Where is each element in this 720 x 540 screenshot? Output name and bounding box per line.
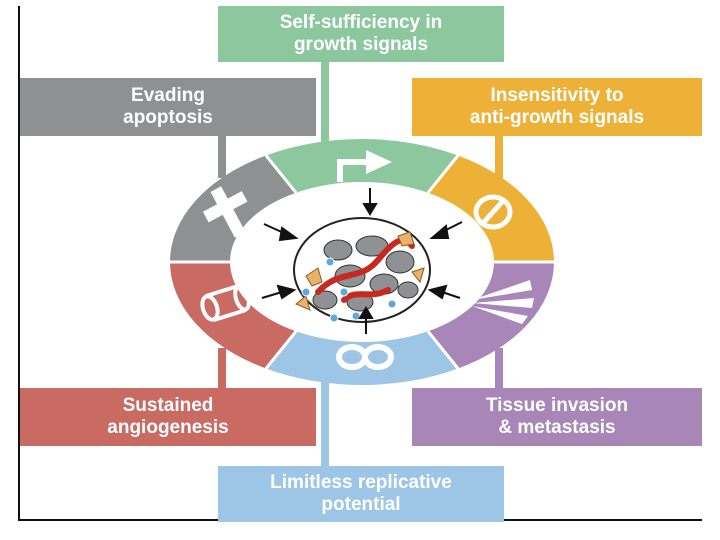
label-line: Sustained: [122, 395, 214, 416]
label-line: & metastasis: [498, 417, 616, 438]
label-box-angiogenesis: Sustained angiogenesis: [20, 388, 316, 446]
label-line: apoptosis: [123, 107, 213, 128]
segment-orange: [428, 155, 554, 262]
tumor-cells-icon: [293, 217, 431, 323]
fan-lines-icon: [472, 280, 534, 324]
arrow-bottom-icon: [358, 306, 374, 334]
label-line: Tissue invasion: [485, 395, 629, 416]
label-box-evading-apoptosis: Evading apoptosis: [20, 78, 316, 136]
label-line: Limitless replicative: [270, 472, 452, 493]
label-line: angiogenesis: [107, 417, 229, 438]
connector-lines: [218, 60, 503, 468]
infinity-icon: [336, 344, 394, 370]
no-entry-icon: [473, 194, 513, 230]
segment-green: [266, 139, 458, 193]
segment-dividers: [170, 154, 554, 370]
label-line: anti-growth signals: [469, 107, 645, 128]
label-box-growth-signals: Self-sufficiency in growth signals: [218, 6, 504, 62]
label-line: Self-sufficiency in: [279, 12, 443, 33]
label-box-anti-growth: Insensitivity to anti-growth signals: [412, 78, 702, 136]
arrow-br-icon: [427, 284, 461, 300]
label-box-invasion: Tissue invasion & metastasis: [412, 388, 702, 446]
label-line: potential: [321, 494, 401, 515]
arrow-bl-icon: [261, 284, 297, 300]
label-line: growth signals: [293, 34, 429, 55]
arrow-top-icon: [362, 188, 378, 216]
label-line: Evading: [131, 85, 205, 106]
label-box-replicative: Limitless replicative potential: [218, 466, 504, 522]
cross-icon: [202, 186, 248, 238]
inward-arrows: [261, 188, 463, 334]
arrow-tl-icon: [263, 223, 299, 242]
label-line: Insensitivity to: [490, 85, 624, 106]
right-turn-arrow-icon: [337, 150, 392, 182]
arrow-tr-icon: [429, 221, 463, 239]
blood-vessel-icon: [200, 284, 251, 322]
